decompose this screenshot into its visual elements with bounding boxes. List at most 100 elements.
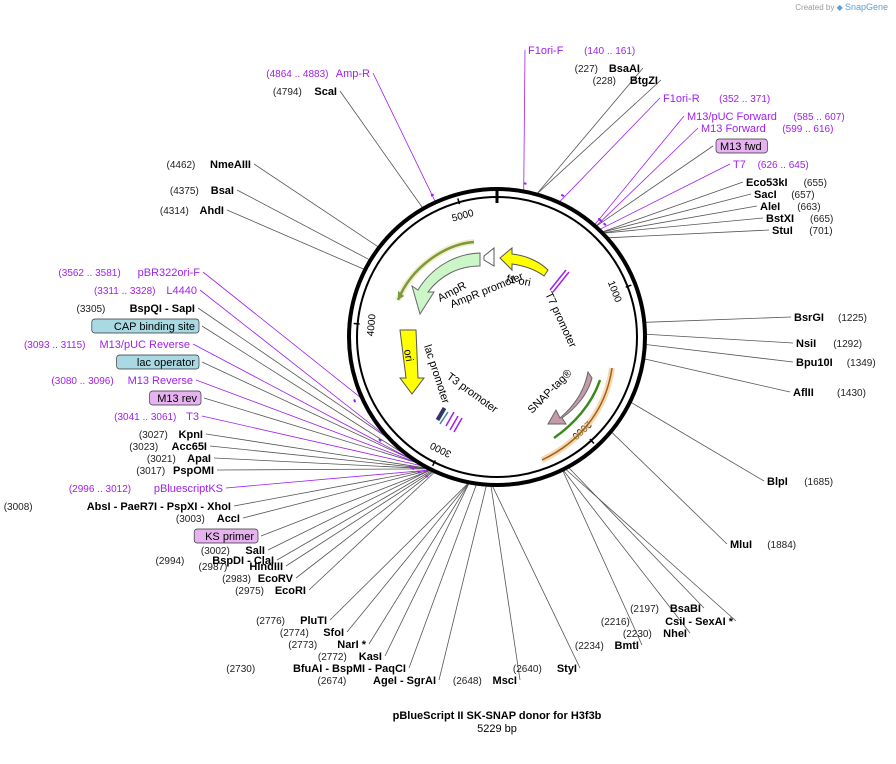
primer-name: M13/pUC Reverse — [100, 339, 190, 351]
site-label-primer[interactable]: M13/pUC Reverse(3093 .. 3115) — [24, 339, 190, 351]
feature-ori[interactable] — [399, 329, 425, 395]
site-label-enzyme[interactable]: BmtI(2234) — [575, 640, 639, 652]
site-label-enzyme[interactable]: AgeI - SgrAI(2674) — [317, 675, 436, 687]
site-label-enzyme[interactable]: SalI(3002) — [201, 545, 265, 557]
enzyme-position: (3305) — [76, 304, 105, 315]
site-label-enzyme[interactable]: StuI(701) — [772, 225, 833, 237]
site-name: CAP binding site — [114, 321, 195, 333]
site-label-enzyme[interactable]: BtgZI(228) — [593, 75, 658, 87]
site-label-enzyme[interactable]: KpnI(3027) — [139, 429, 203, 441]
label-box — [91, 318, 200, 334]
site-label-enzyme[interactable]: ApaI(3021) — [147, 453, 211, 465]
primer-name: T3 — [186, 411, 199, 423]
feature-ampr[interactable] — [395, 239, 481, 316]
site-label-primer[interactable]: M13 Reverse(3080 .. 3096) — [51, 375, 193, 387]
site-label-boxed-purple[interactable]: KS primer — [193, 528, 259, 544]
site-label-enzyme[interactable]: PspOMI(3017) — [136, 465, 214, 477]
site-label-enzyme[interactable]: Eco53kI(655) — [746, 177, 827, 189]
site-label-primer[interactable]: pBluescriptKS(2996 .. 3012) — [69, 483, 223, 495]
site-label-boxed-purple[interactable]: M13 rev — [149, 390, 202, 406]
site-label-enzyme[interactable]: EcoRI(2975) — [235, 585, 306, 597]
enzyme-position: (2776) — [256, 616, 285, 627]
site-label-primer[interactable]: M13/pUC Forward(585 .. 607) — [687, 111, 845, 123]
site-label-enzyme[interactable]: BsaAI(227) — [575, 63, 640, 75]
site-label-primer[interactable]: M13 Forward (599 .. 616) — [701, 123, 833, 135]
site-label-enzyme[interactable]: Acc65I(3023) — [129, 441, 207, 453]
leader-line — [562, 470, 643, 646]
feature-t7-primers-cluster — [549, 269, 570, 293]
enzyme-position: (3008) — [4, 502, 33, 513]
site-label-enzyme[interactable]: BsaBI(2197) — [630, 603, 701, 615]
site-label-enzyme[interactable]: PluTI(2776) — [256, 615, 327, 627]
site-label-enzyme[interactable]: EcoRV(2983) — [222, 573, 294, 585]
site-label-enzyme[interactable]: BsrGI(1225) — [794, 312, 867, 324]
site-label-enzyme[interactable]: MscI(2648) — [453, 675, 517, 687]
site-label-enzyme[interactable]: BspQI - SapI(3305) — [76, 303, 195, 315]
leader-line — [565, 468, 737, 622]
site-label-enzyme[interactable]: BstXI(665) — [766, 213, 833, 225]
enzyme-name: AflII — [793, 387, 814, 399]
feature-ampr-promoter[interactable] — [483, 246, 495, 267]
primer-mark — [523, 182, 527, 185]
enzyme-name: StuI — [772, 225, 793, 237]
enzyme-position: (3003) — [176, 514, 205, 525]
enzyme-position: (1884) — [767, 540, 796, 551]
primer-mark — [599, 218, 603, 223]
site-label-enzyme[interactable]: BfuAI - BspMI - PaqCI(2730) — [226, 663, 406, 675]
enzyme-name: BsaI — [211, 185, 234, 197]
primer-name: M13 Forward — [701, 123, 766, 135]
feature-f1-ori[interactable] — [499, 246, 549, 277]
leader-line — [438, 485, 487, 681]
site-label-boxed-blue[interactable]: lac operator — [116, 354, 200, 370]
site-label-enzyme[interactable]: AleI(663) — [760, 201, 821, 213]
enzyme-position: (4794) — [273, 87, 302, 98]
site-name: M13 rev — [157, 393, 197, 405]
site-label-primer[interactable]: T7(626 .. 645) — [733, 159, 809, 171]
site-label-enzyme[interactable]: CsiI - SexAI *(2216) — [601, 616, 734, 628]
leader-line — [645, 344, 794, 363]
site-label-enzyme[interactable]: SacI(657) — [754, 189, 815, 201]
site-label-enzyme[interactable]: NsiI(1292) — [796, 338, 862, 350]
site-label-enzyme[interactable]: NmeAIII(4462) — [166, 159, 251, 171]
site-label-enzyme[interactable]: AflII(1430) — [793, 387, 866, 399]
leader-line — [492, 485, 581, 669]
tick-mark — [431, 460, 437, 467]
site-label-enzyme[interactable]: AhdI(4314) — [160, 205, 224, 217]
leader-line — [568, 467, 705, 609]
site-label-enzyme[interactable]: ScaI(4794) — [273, 86, 337, 98]
primer-position: (585 .. 607) — [794, 112, 845, 123]
tick-label: 3000 — [428, 439, 453, 459]
leader-line — [216, 468, 428, 471]
site-label-primer[interactable]: L4440(3311 .. 3328) — [94, 285, 197, 297]
site-label-enzyme[interactable]: NheI(2230) — [623, 628, 687, 640]
site-label-boxed-purple[interactable]: M13 fwd — [715, 138, 768, 154]
site-label-primer[interactable]: Amp-R(4864 .. 4883) — [266, 68, 370, 80]
site-label-enzyme[interactable]: AccI(3003) — [176, 513, 240, 525]
site-label-enzyme[interactable]: SfoI(2774) — [280, 627, 344, 639]
feature-snap-tag[interactable] — [540, 367, 615, 463]
site-label-primer[interactable]: F1ori-R(352 .. 371) — [663, 93, 770, 105]
site-name: lac operator — [137, 357, 195, 369]
site-label-primer[interactable]: T3(3041 .. 3061) — [114, 411, 199, 423]
primer-position: (599 .. 616) — [782, 124, 833, 135]
primer-position: (352 .. 371) — [719, 94, 770, 105]
site-label-enzyme[interactable]: NarI *(2773) — [288, 639, 366, 651]
enzyme-position: (2975) — [235, 586, 264, 597]
site-label-enzyme[interactable]: AbsI - PaeR7I - PspXI - XhoI(3008) — [4, 501, 231, 513]
site-label-enzyme[interactable]: BlpI(1685) — [767, 476, 833, 488]
site-label-enzyme[interactable]: BspDI - ClaI(2994) — [155, 555, 274, 567]
site-label-primer[interactable]: pBR322ori-F(3562 .. 3581) — [58, 267, 200, 279]
site-label-enzyme[interactable]: Bpu10I(1349) — [796, 357, 876, 369]
site-label-primer[interactable]: F1ori-F(140 .. 161) — [528, 45, 635, 57]
site-label-enzyme[interactable]: BsaI(4375) — [170, 185, 234, 197]
backbone-outer-ring — [347, 187, 647, 487]
enzyme-name: CsiI - SexAI * — [665, 616, 734, 628]
primer-position: (3562 .. 3581) — [58, 268, 120, 279]
site-label-boxed-blue[interactable]: CAP binding site — [91, 318, 200, 334]
snapgene-logo-icon: ◆ — [836, 3, 843, 12]
site-label-enzyme[interactable]: StyI(2640) — [513, 663, 577, 675]
site-label-enzyme[interactable]: MluI(1884) — [730, 539, 796, 551]
site-label-enzyme[interactable]: HindIII(2987) — [198, 561, 283, 573]
snapgene-brand: Created by ◆ SnapGene — [795, 2, 888, 12]
site-label-enzyme[interactable]: KasI(2772) — [318, 651, 382, 663]
